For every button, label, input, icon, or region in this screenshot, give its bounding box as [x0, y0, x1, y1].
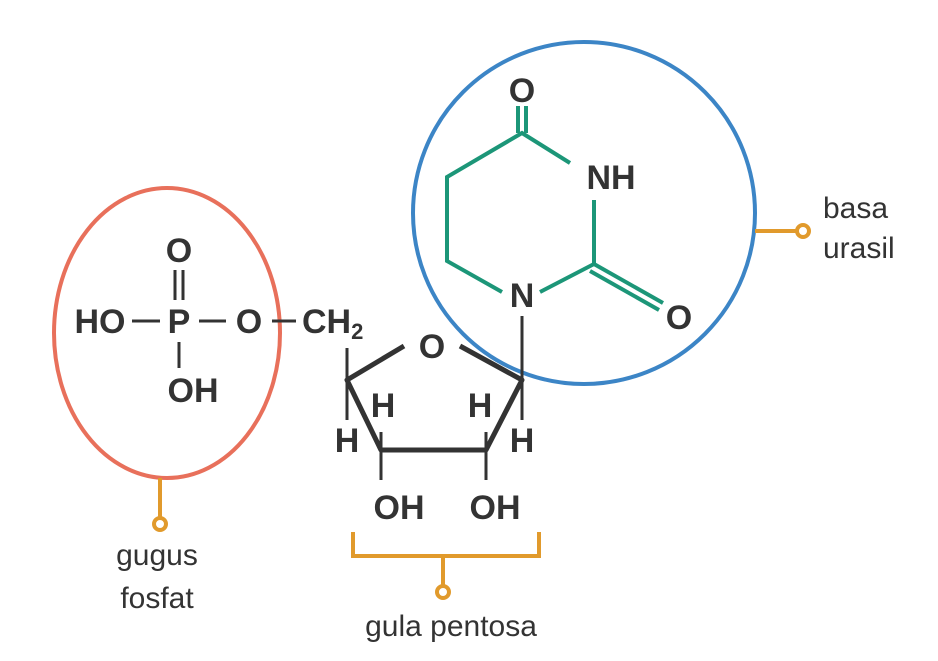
uracil-oxygen-right: O	[666, 299, 692, 337]
hydrogen-right-inner: H	[468, 387, 493, 425]
hydroxyl-right: OH	[470, 489, 521, 527]
uracil-oxygen-top: O	[509, 72, 535, 110]
phosphate-label-line1: gugus	[116, 539, 198, 572]
hydrogen-left-inner: H	[371, 387, 396, 425]
uracil-nitrogen: N	[510, 277, 535, 315]
phosphorus-atom: P	[168, 303, 191, 341]
uracil-nh: NH	[586, 159, 635, 197]
phosphate-bonds	[132, 270, 296, 368]
hydrogen-right-outer: H	[510, 422, 535, 460]
phosphate-group-circle	[52, 186, 282, 480]
phosphate-label-line2: fosfat	[120, 582, 194, 615]
phosphate-oxygen-top: O	[166, 232, 192, 270]
phosphate-oxygen-link: O	[236, 303, 262, 341]
ch2-subscript: 2	[351, 319, 363, 344]
base-label-line2: urasil	[823, 232, 895, 265]
sugar-ring	[344, 316, 525, 480]
sugar-label: gula pentosa	[365, 610, 537, 643]
sugar-ring-oxygen: O	[419, 328, 445, 366]
phosphate-hydroxyl-bottom: OH	[168, 372, 219, 410]
ch2-label: CH	[302, 303, 351, 341]
ch2-group: CH2	[302, 303, 363, 344]
hydroxyl-left: OH	[374, 489, 425, 527]
hydrogen-left-outer: H	[335, 422, 360, 460]
phosphate-hydroxyl-left: HO	[75, 303, 126, 341]
base-group-circle	[411, 40, 757, 386]
uracil-ring	[445, 106, 664, 312]
base-connector	[755, 223, 811, 239]
phosphate-connector	[152, 478, 168, 532]
base-label-line1: basa	[823, 192, 888, 225]
sugar-bracket	[351, 532, 541, 600]
